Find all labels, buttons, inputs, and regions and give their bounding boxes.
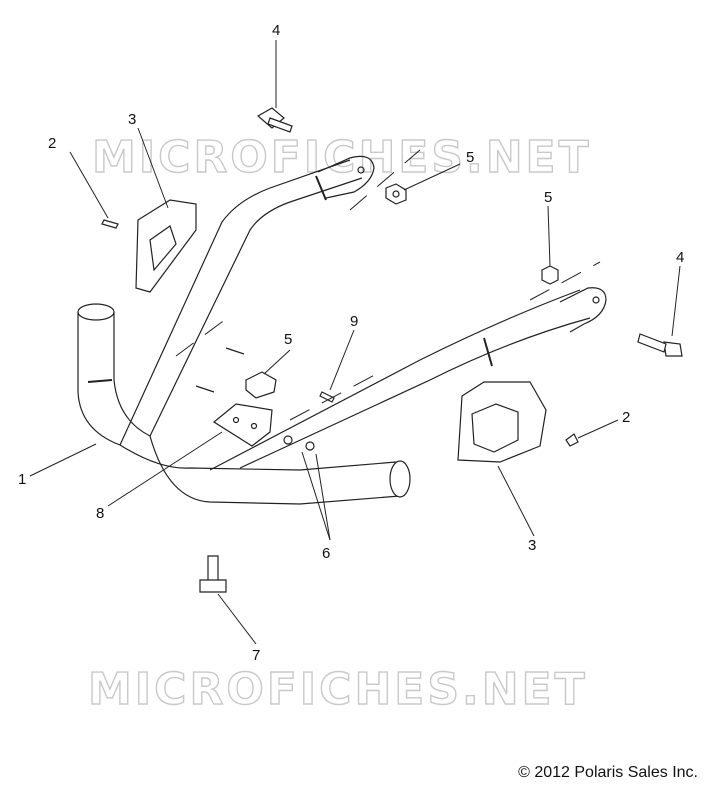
callout-4-top: 4 [272,22,280,39]
bolt-4-right [637,333,683,357]
callout-2-right: 2 [622,409,630,426]
callout-1: 1 [18,471,26,488]
guard-3-left [135,199,197,293]
callout-9: 9 [350,313,358,330]
copyright-text: © 2012 Polaris Sales Inc. [518,764,698,781]
alignment-lines [175,149,601,421]
callout-7: 7 [252,647,260,664]
nut-5-middle [245,371,277,399]
callout-2-left: 2 [48,135,56,152]
callout-6: 6 [322,545,330,562]
bolt-7 [199,555,227,593]
guard-3-right [457,381,547,463]
bumper-tube [77,155,607,505]
callout-5-top: 5 [466,149,474,166]
leader-lines [29,40,681,645]
watermark-bottom: MICROFICHES.NET [88,664,588,715]
callout-3-left: 3 [128,111,136,128]
callout-4-right: 4 [676,249,684,266]
plate-8 [212,403,273,447]
callout-3-right: 3 [528,537,536,554]
callout-5-right: 5 [544,189,552,206]
nut-5-right [541,265,559,285]
callout-5-middle: 5 [284,331,292,348]
watermark-top: MICROFICHES.NET [92,132,592,183]
bolt-4-top [256,107,293,133]
nut-5-top [385,183,407,205]
callout-8: 8 [96,505,104,522]
rivets [101,219,579,451]
